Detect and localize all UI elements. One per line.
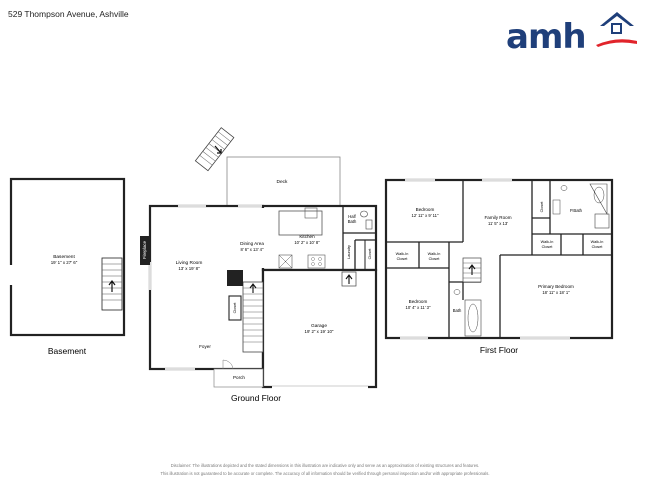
stair-arrow-icon	[108, 280, 116, 292]
stair-arrow-icon	[214, 145, 222, 154]
stair-arrow-icon	[249, 283, 257, 293]
room-label: Living Room	[176, 260, 203, 266]
room-label: Family Room	[484, 215, 511, 220]
room-label: Kitchen	[299, 234, 315, 239]
room-label: Closet	[368, 248, 372, 260]
room-label: Fireplace	[142, 240, 147, 259]
logo-swoosh-icon	[596, 39, 637, 47]
stair-arrow-icon	[345, 274, 353, 284]
floor-title-first: First Floor	[480, 345, 518, 355]
room-label: Porch	[233, 375, 245, 380]
room-label: Foyer	[199, 344, 211, 349]
room-label: Bedroom	[416, 207, 435, 212]
floor-title-ground: Ground Floor	[231, 393, 281, 403]
disclaimer-line: Disclaimer: The illustrations depicted a…	[170, 463, 480, 468]
room-dims: 19' 1" x 27' 6"	[51, 260, 78, 265]
first-floor-plan: Bedroom 12' 11" x 9' 11" Family Room 11'…	[384, 178, 614, 340]
room-dims: 13' x 19' 8"	[178, 266, 200, 271]
room-label: P.Bath	[570, 208, 583, 213]
room-dims: 11' 5" x 13'	[488, 221, 508, 226]
basement-plan: Basement 19' 1" x 27' 6"	[9, 177, 126, 337]
property-address: 529 Thompson Avenue, Ashville	[8, 9, 129, 19]
disclaimer-line: This illustration is not guaranteed to b…	[160, 471, 490, 476]
room-label: Garage	[311, 323, 327, 329]
room-dims: 18' 11" x 18' 1"	[542, 290, 570, 295]
logo-window-icon	[611, 23, 622, 34]
room-dims: 12' 11" x 9' 11"	[412, 213, 440, 218]
room-dims: 10' 2" x 10' 8"	[294, 240, 320, 245]
room-label: Bath	[453, 308, 462, 313]
room-label: Basement	[53, 254, 75, 260]
room-label: Deck	[277, 179, 289, 185]
room-label: Closet	[233, 302, 237, 314]
room-dims: 10' 4" x 11' 3"	[406, 305, 431, 310]
room-label: Closet	[540, 201, 544, 213]
amh-logo: amh	[506, 12, 637, 52]
room-dims: 19' 2" x 19' 10"	[305, 329, 334, 334]
room-label: Primary Bedroom	[538, 284, 574, 289]
floor-title-basement: Basement	[48, 346, 87, 356]
stair-arrow-icon	[468, 264, 476, 275]
logo-roof-icon	[600, 12, 634, 26]
room-dims: 8' 6" x 13' 4"	[241, 247, 264, 252]
room-label: Laundry	[347, 245, 351, 259]
room-label: Bedroom	[409, 299, 428, 304]
logo-text: amh	[506, 17, 586, 52]
room-label: Dining Area	[240, 241, 264, 246]
